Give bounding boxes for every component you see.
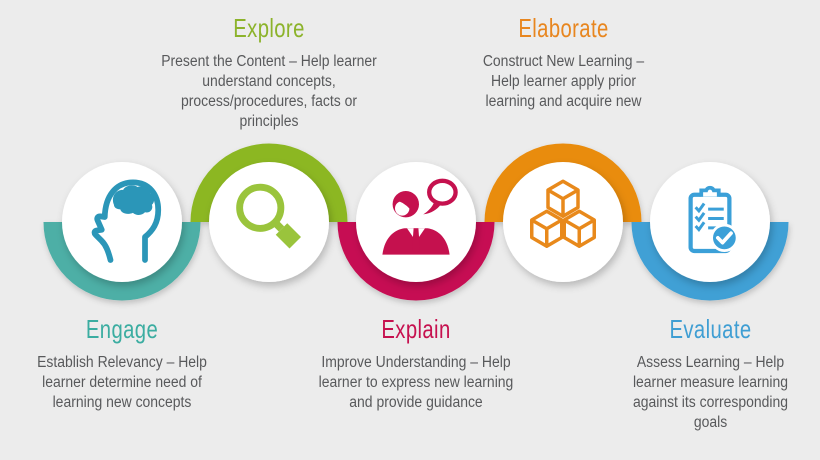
magnifier-handle [275,223,301,249]
check-mark [716,231,733,245]
cube-left-edges [530,218,563,247]
speech-bubble [427,178,458,206]
person-chat-icon [382,178,458,255]
magnifier-icon [236,183,301,249]
stage-title-engage: Engage [85,314,159,344]
engage-circle [62,162,182,282]
speech-bubble-tail [423,201,441,215]
person-tie [412,228,420,255]
person-hair [394,195,416,210]
elaborate-ring [484,143,642,223]
clipboard-check-icon [688,185,739,254]
stage-title-elaborate: Elaborate [518,13,609,43]
stage-description-explore: Present the Content – Help learner under… [161,53,377,130]
stage-description-explain: Improve Understanding – Help learner to … [318,354,514,411]
stage-title-evaluate: Evaluate [669,314,752,344]
explore-circle [209,162,329,282]
evaluate-ring [631,221,789,301]
stage-label-explore: Explore Present the Content – Help learn… [149,13,389,132]
explain-ring [337,221,495,301]
explain-circle [356,162,476,282]
magnifier-lens [236,183,285,232]
stage-description-elaborate: Construct New Learning – Help learner ap… [482,53,645,110]
engage-ring [43,221,201,301]
cube-right-edges [563,218,596,247]
cubes-icon [530,179,596,248]
clipboard-clip [699,185,721,197]
stage-title-explain: Explain [381,314,451,344]
stage-label-evaluate: Evaluate Assess Learning – Help learner … [608,314,813,433]
stage-description-evaluate: Assess Learning – Help learner measure l… [632,354,789,431]
explore-ring [190,143,348,223]
cube-top-edges [547,188,579,217]
head-brain-icon [91,179,162,263]
stage-title-explore: Explore [233,13,305,43]
stage-label-explain: Explain Improve Understanding – Help lea… [297,314,535,413]
ring-group [43,143,789,301]
magnifier-neck [272,220,285,232]
stage-label-engage: Engage Establish Relevancy – Help learne… [12,314,232,413]
stage-description-engage: Establish Relevancy – Help learner deter… [37,354,207,411]
stage-label-elaborate: Elaborate Construct New Learning – Help … [461,13,666,112]
head-outline [91,179,162,263]
brain-shape [112,185,155,215]
